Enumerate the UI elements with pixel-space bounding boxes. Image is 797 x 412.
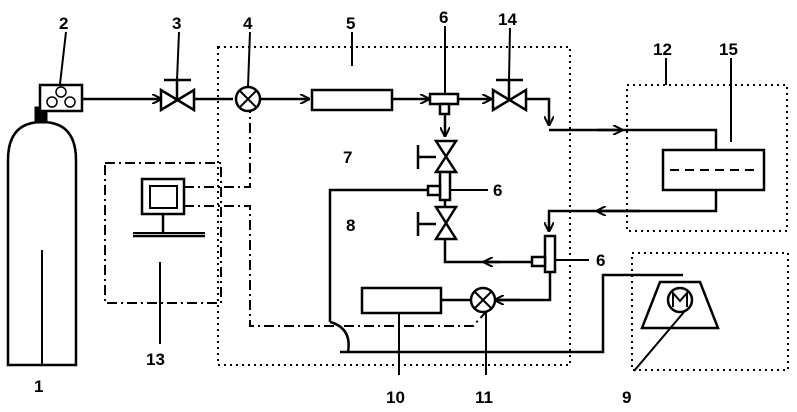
flowmeter-4: [236, 87, 260, 111]
pressure-regulator: [40, 85, 82, 111]
label-15: 15: [719, 40, 738, 59]
label-2: 2: [59, 14, 68, 33]
label-4: 4: [243, 14, 253, 33]
component-15: [663, 150, 764, 190]
label-6-right: 6: [596, 251, 605, 270]
label-9: 9: [622, 388, 631, 407]
valve-7[interactable]: [418, 141, 456, 172]
flowmeter-11: [471, 288, 495, 312]
gas-cylinder: [8, 107, 76, 365]
tee-6-right: [532, 236, 555, 272]
label-14: 14: [498, 10, 517, 29]
valve-8[interactable]: [418, 207, 456, 239]
label-6-middle: 6: [493, 181, 502, 200]
valve-3[interactable]: [161, 80, 194, 110]
label-12: 12: [653, 40, 672, 59]
component-tube-5: [312, 90, 392, 110]
label-7: 7: [343, 148, 352, 167]
tee-6-top: [430, 94, 458, 114]
label-11: 11: [475, 388, 493, 407]
label-6-top: 6: [439, 8, 448, 27]
label-5: 5: [346, 14, 355, 33]
computer-icon: [133, 179, 205, 236]
enclosure-9: [632, 253, 788, 370]
label-10: 10: [386, 388, 405, 407]
label-8: 8: [346, 216, 355, 235]
tee-6-middle: [428, 172, 450, 200]
valve-14[interactable]: [493, 80, 526, 110]
component-10: [362, 288, 441, 313]
label-1: 1: [34, 377, 43, 396]
label-3: 3: [172, 14, 181, 33]
vacuum-pump: [642, 282, 718, 328]
label-13: 13: [146, 350, 165, 369]
